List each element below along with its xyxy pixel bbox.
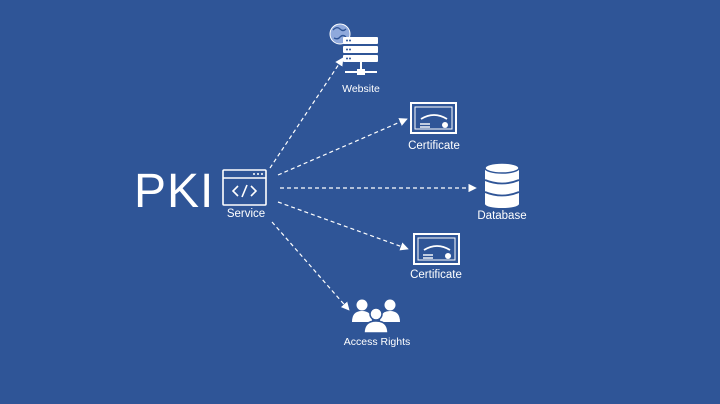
- access-rights-label: Access Rights: [344, 336, 411, 348]
- certificate-icon: [410, 102, 457, 134]
- diagram-title: PKI: [134, 165, 214, 218]
- web-server-icon: [329, 23, 378, 75]
- certificate-1-node: Certificate: [408, 102, 460, 152]
- certificate-1-label: Certificate: [408, 140, 460, 152]
- access-rights-node: Access Rights: [344, 299, 411, 348]
- certificate-2-node: Certificate: [410, 233, 462, 281]
- website-label: Website: [342, 83, 380, 95]
- database-label: Database: [477, 210, 526, 222]
- certificate-icon: [413, 233, 460, 265]
- database-node: Database: [477, 162, 527, 222]
- service-node: Service: [222, 169, 267, 220]
- certificate-2-label: Certificate: [410, 269, 462, 281]
- edge-to-certificate-1: [277, 118, 408, 176]
- website-node: Website: [329, 23, 380, 95]
- edge-to-certificate-2: [277, 201, 409, 251]
- database-icon: [484, 162, 520, 208]
- service-label: Service: [227, 208, 265, 220]
- edges: [269, 57, 477, 311]
- code-window-icon: [222, 169, 267, 206]
- edge-to-access-rights: [271, 221, 350, 311]
- users-group-icon: [352, 299, 400, 334]
- edge-to-website: [269, 57, 344, 169]
